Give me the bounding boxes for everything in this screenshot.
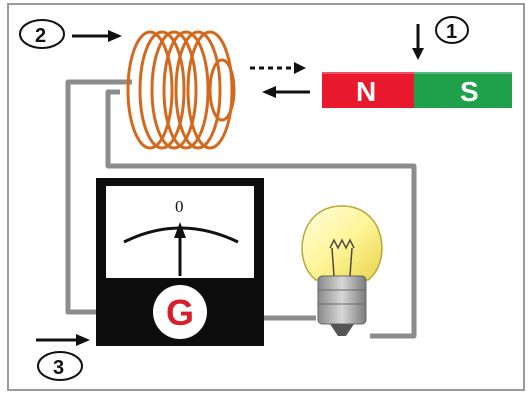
arrow-down-icon: [412, 24, 424, 60]
magnet-north-label: N: [356, 76, 376, 107]
galvanometer-label: G: [166, 292, 194, 333]
magnet-south-label: S: [460, 76, 479, 107]
circuit-wires: [65, 79, 417, 339]
galvanometer: 0 G: [96, 178, 264, 346]
arrow-right-icon: [36, 334, 90, 346]
bulb-filament: [329, 238, 355, 250]
magnet-north-pole: [322, 72, 414, 108]
arrow-right-icon: [72, 30, 122, 42]
dial-zero-label: 0: [175, 197, 184, 216]
marker-1: 1: [435, 16, 469, 44]
marker-3: 3: [37, 351, 83, 381]
needle-tip: [174, 222, 186, 238]
magnet-south-pole: [414, 72, 512, 108]
galvanometer-badge: [153, 285, 207, 339]
diagram-frame: [7, 3, 525, 391]
bar-magnet: N S: [322, 68, 512, 108]
bulb-glass: [301, 205, 383, 281]
marker-3-label: 3: [53, 357, 64, 379]
dotted-arrow-right-icon: [250, 62, 306, 74]
arrow-left-icon: [262, 86, 310, 98]
marker-2: 2: [19, 19, 65, 49]
marker-1-label: 1: [446, 21, 457, 43]
bulb-base: [317, 275, 367, 325]
marker-2-label: 2: [35, 25, 46, 47]
bulb-contact: [330, 324, 354, 336]
coil: [126, 30, 236, 150]
light-bulb-icon: [301, 205, 383, 336]
